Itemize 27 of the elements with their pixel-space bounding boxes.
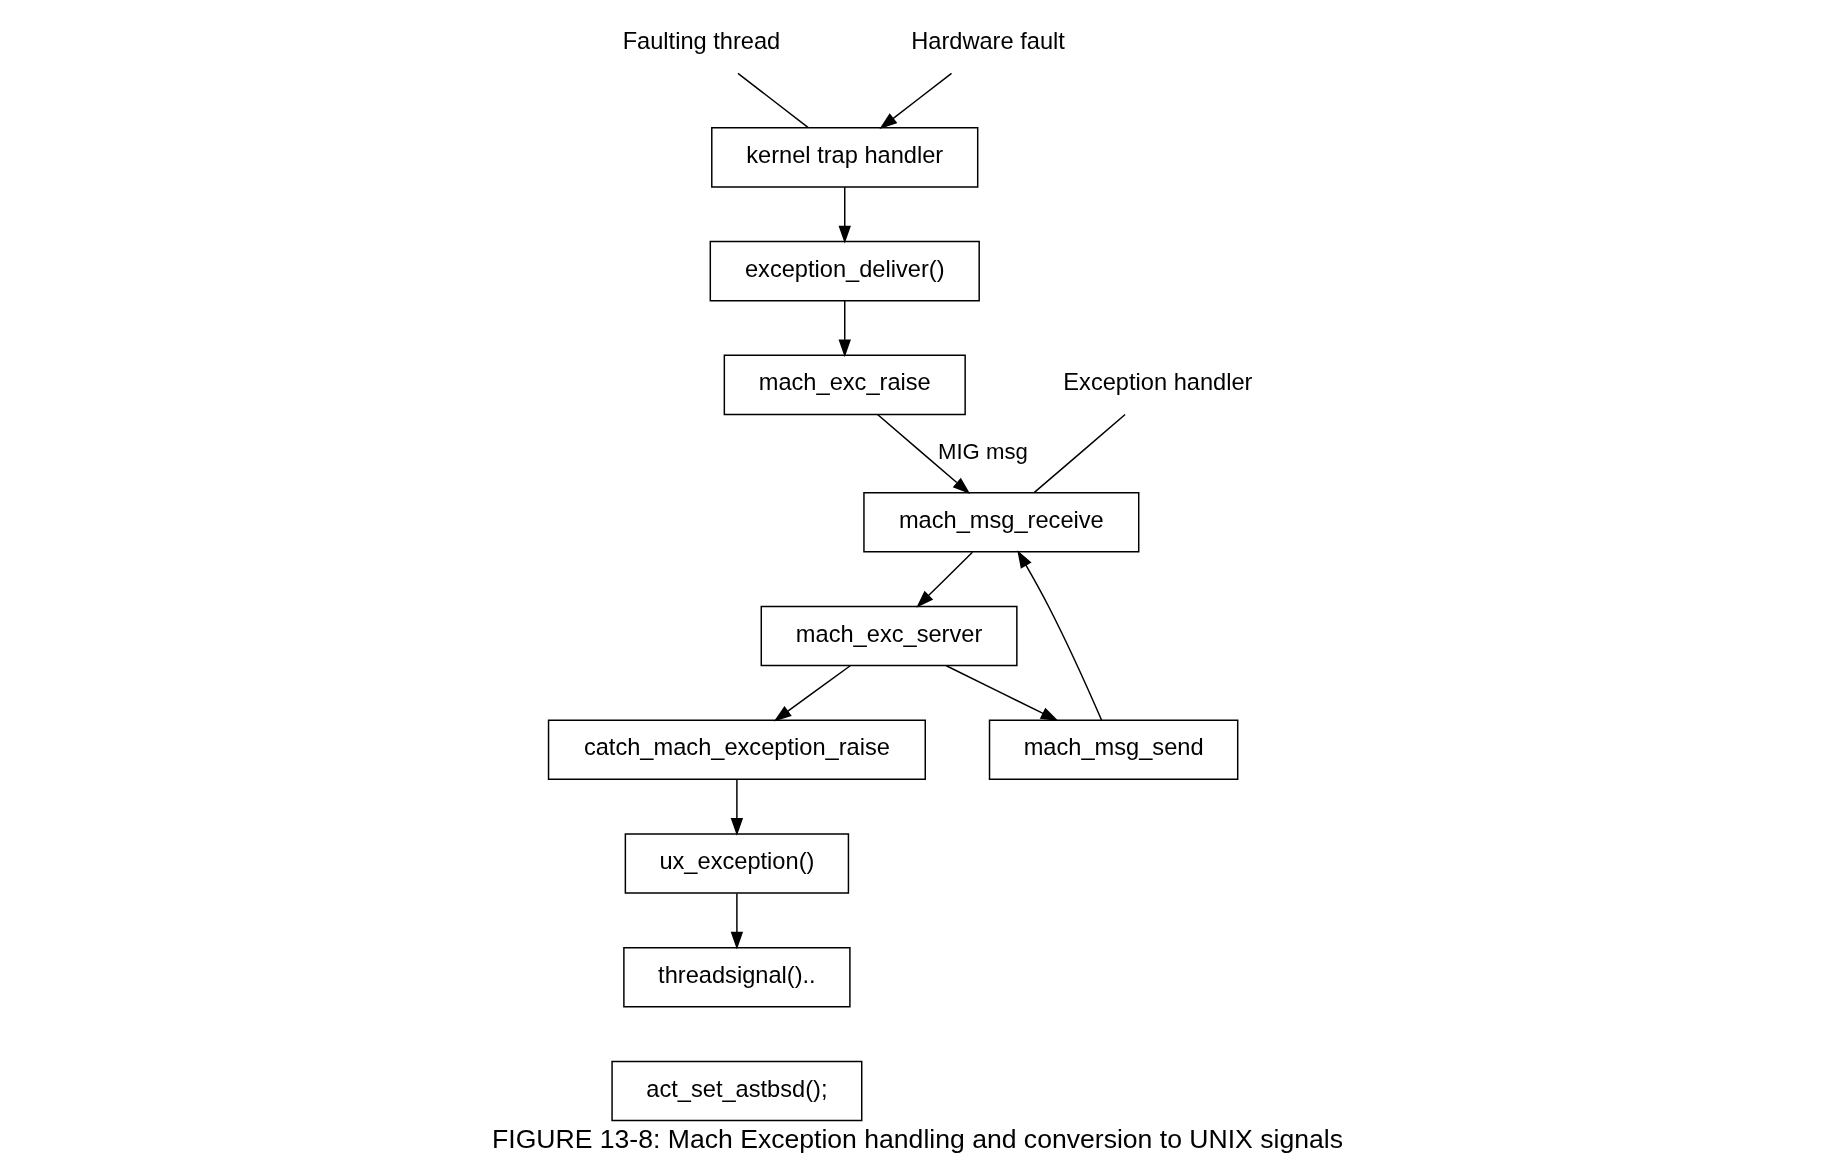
connector [1032,413,1126,494]
node-box: catch_mach_exception_raise [547,719,926,781]
arrow [730,779,743,836]
node-box: mach_exc_raise [723,354,966,416]
node-text: Hardware fault [910,28,1065,55]
arrow [1016,550,1102,721]
arrow [838,186,851,244]
node-text: Exception handler [1062,369,1252,396]
arrow [915,551,973,608]
node-box: exception_deliver() [709,240,980,302]
node-box: mach_exc_server [760,605,1018,667]
arrow [945,665,1058,722]
caption: FIGURE 13-8: Mach Exception handling and conversion to UNIX signals [491,1123,1343,1154]
node-box: kernel trap handler [710,127,978,188]
arrow [878,72,952,130]
node-box: mach_msg_send [988,719,1238,781]
node-box: ux_exception() [624,833,849,894]
node-box: act_set_astbsd(); [610,1060,862,1122]
connector [736,72,809,129]
arrow [773,665,851,722]
node-box: mach_msg_receive [862,491,1139,553]
arrow [838,300,851,358]
edge-label: MIG msg [937,438,1028,464]
arrow [730,892,743,950]
arrow [876,413,970,495]
node-text: Faulting thread [622,28,780,55]
node-box: threadsignal().. [622,947,851,1008]
